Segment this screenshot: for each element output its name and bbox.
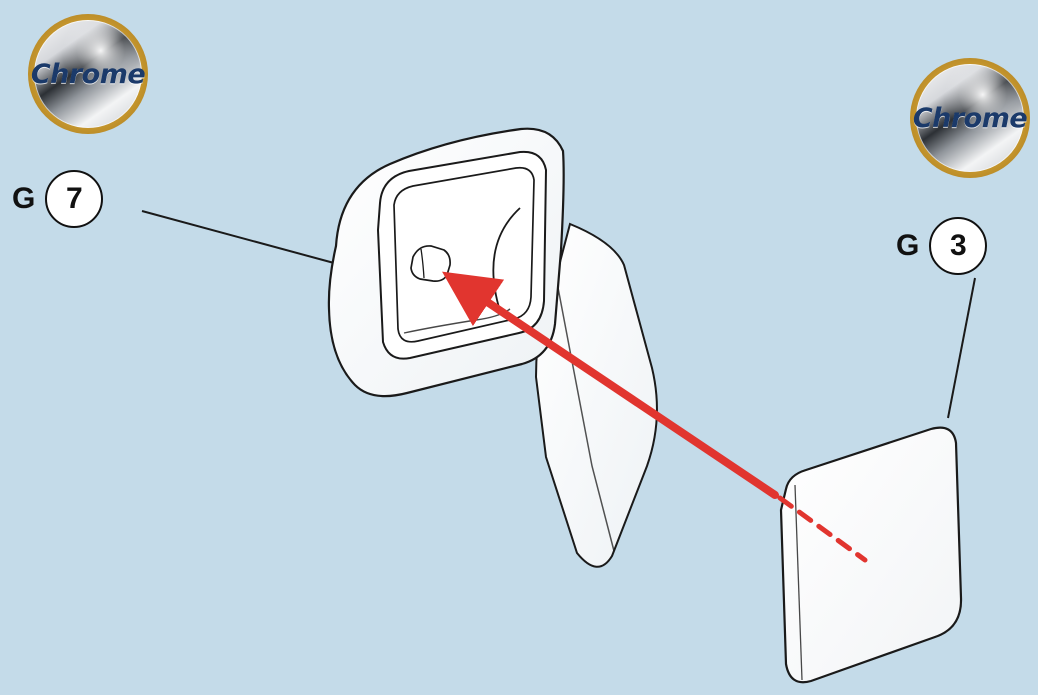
callout-g7-number: 7	[45, 170, 103, 228]
callout-g3: G 3	[896, 217, 987, 275]
leader-line-g3	[948, 278, 975, 418]
leader-line-g7	[142, 211, 334, 263]
replacement-mirror-plate	[781, 428, 961, 683]
chrome-badge-right: Chrome	[910, 58, 1030, 178]
callout-g7: G 7	[12, 170, 103, 228]
chrome-badge-left: Chrome	[28, 14, 148, 134]
callout-g3-prefix: G	[896, 231, 919, 261]
callout-g7-prefix: G	[12, 184, 35, 214]
mirror-clip	[411, 246, 450, 281]
callout-g3-number: 3	[929, 217, 987, 275]
chrome-badge-left-label: Chrome	[28, 61, 148, 88]
chrome-badge-right-label: Chrome	[910, 105, 1030, 132]
